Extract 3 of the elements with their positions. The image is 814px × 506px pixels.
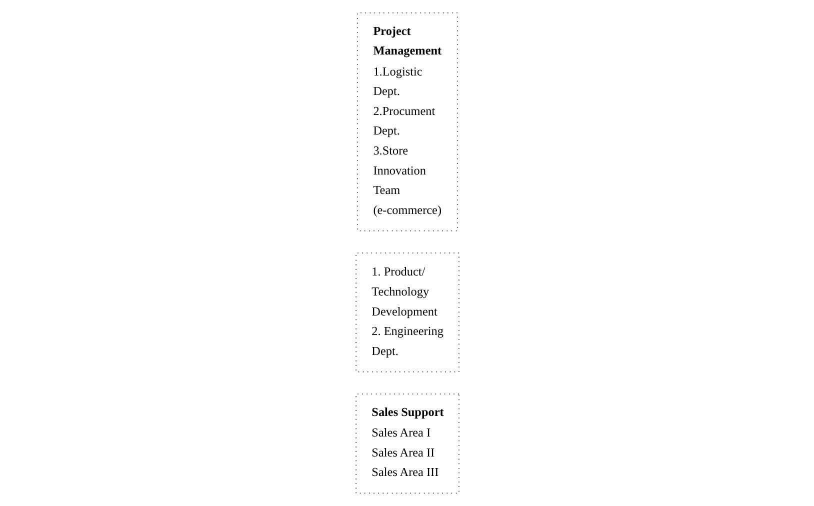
node-box: 1. Product/ Technology Development 2. Engineering Dept. xyxy=(355,252,459,372)
node-box: Sales Support Sales Area I Sales Area II Sales Area III xyxy=(355,394,459,494)
node-box: Project Management 1.Logistic Dept. 2.Procument Dept. 3.Store Innovation Team (e-commerce) xyxy=(356,12,458,232)
